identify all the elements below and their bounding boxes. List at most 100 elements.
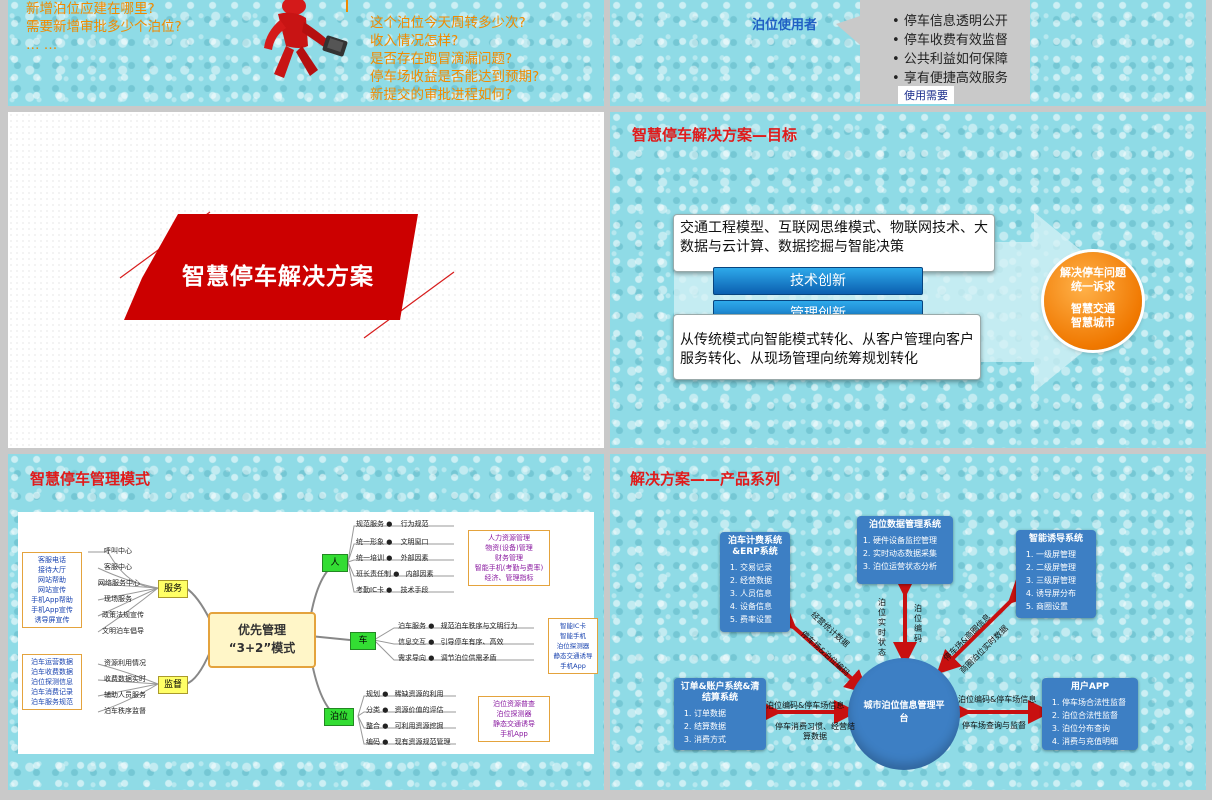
node-title: 智能诱导系统 xyxy=(1028,534,1083,544)
bottom-text-box: 从传统模式向智能模式转化、从客户管理向客户服务转化、从现场管理向统筹规划转化 xyxy=(673,314,981,380)
questions-left: 新增泊位应建在哪里? 需要新增审批多少个泊位? … … xyxy=(26,0,182,54)
service-item: 文明泊车倡导 xyxy=(102,627,144,635)
node-guide-system: 智能诱导系统 一级屏管理二级屏管理三级屏管理诱导屏分布商圈设置 xyxy=(1016,530,1096,618)
slide-management-mode[interactable]: 智慧停车管理模式 优先管理 “3+2”模式 服务 xyxy=(8,454,604,790)
slide-title: 解决方案——产品系列 xyxy=(630,470,781,488)
slide-section-title[interactable]: 智慧停车解决方案 xyxy=(8,112,604,448)
supervise-item: 泊车秩序监督 xyxy=(104,707,146,715)
person-item: 统一培训 ● 外部因素 xyxy=(356,554,429,562)
node-car: 车 xyxy=(350,632,376,650)
service-item: 客服中心 xyxy=(104,563,132,571)
goal-circle: 解决停车问题 统一诉求 智慧交通 智慧城市 xyxy=(1044,252,1142,350)
btn-tech-innovation[interactable]: 技术创新 xyxy=(713,267,923,295)
circle-line-3: 智慧交通 xyxy=(1071,302,1115,315)
service-item: 现场服务 xyxy=(104,595,132,603)
right-box-car: 智能IC卡智能手机泊位探测器静态交通诱导手机App xyxy=(548,618,598,674)
slide-product-series[interactable]: 解决方案——产品系列 城市泊位信息管理平台 泊车计费系统&ERP系统 交易记录经… xyxy=(610,454,1206,790)
node-user-app: 用户APP 停车场合法性监督泊位合法性监督泊位分布查询消费与充值明细 xyxy=(1042,678,1138,750)
needs-list: • 停车信息透明公开 • 停车收费有效监督 • 公共利益如何保障 • 享有便捷高… xyxy=(860,12,1030,88)
question-left-1: 新增泊位应建在哪里? xyxy=(26,1,155,17)
right-box-item: 人力资源管理 xyxy=(488,534,530,542)
node-list: 硬件设备监控管理实时动态数据采集泊位运营状态分析 xyxy=(857,534,953,573)
question-right-1: 这个泊位今天周转多少次? xyxy=(370,15,526,31)
mindmap-center: 优先管理 “3+2”模式 xyxy=(208,612,316,668)
left-box-item: 泊车服务规范 xyxy=(31,698,73,706)
person-item: 班长责任制 ● 内部因素 xyxy=(356,570,434,578)
supervise-item: 辅助人员服务 xyxy=(104,691,146,699)
needs-tag: 使用需要 xyxy=(898,86,954,104)
supervise-item: 资源利用情况 xyxy=(104,659,146,667)
right-box-item: 手机App xyxy=(500,730,528,738)
supervise-item: 收费数据实时 xyxy=(104,675,146,683)
right-box-item: 物资(设备)管理 xyxy=(485,544,533,552)
top-text-box: 交通工程模型、互联网思维模式、物联网技术、大数据与云计算、数据挖掘与智能决策 xyxy=(673,214,995,272)
node-berth: 泊位 xyxy=(324,708,354,726)
arrow-label: 停车消费习惯、经营结算数据 xyxy=(775,722,855,741)
left-box-item: 网站宣传 xyxy=(38,586,66,594)
left-box-item: 手机App帮助 xyxy=(31,596,73,604)
node-data-mgmt-system: 泊位数据管理系统 硬件设备监控管理实时动态数据采集泊位运营状态分析 xyxy=(857,516,953,584)
right-box-item: 泊位资源普查 xyxy=(493,700,535,708)
node-title: 订单&账户系统&清结算系统 xyxy=(680,682,760,703)
berth-item: 分类 ● 资源价值的评估 xyxy=(366,706,444,714)
left-box-item: 手机App宣传 xyxy=(31,606,73,614)
question-right-4: 停车场收益是否能达到预期? xyxy=(370,69,540,85)
slide-title: 智慧停车管理模式 xyxy=(30,470,151,488)
right-box-item: 静态交通诱导 xyxy=(553,652,593,660)
user-label: 泊位使用者 xyxy=(752,18,818,33)
node-person: 人 xyxy=(322,554,348,572)
slide-title: 智慧停车解决方案—目标 xyxy=(632,126,798,144)
left-box-item: 泊车收费数据 xyxy=(31,668,73,676)
berth-item: 规划 ● 稀缺资源的利用 xyxy=(366,690,444,698)
right-box-item: 手机App xyxy=(560,662,586,670)
left-box-item: 泊位探测信息 xyxy=(31,678,73,686)
need-item: • 停车信息透明公开 xyxy=(892,14,1008,29)
left-box-item: 泊车运营数据 xyxy=(31,658,73,666)
question-left-3: … … xyxy=(26,37,58,53)
circle-line-4: 智慧城市 xyxy=(1071,316,1115,329)
divider-line xyxy=(346,0,348,12)
arrow-label: 泊位编码&停车场信息 xyxy=(766,701,845,710)
circle-line-2: 统一诉求 xyxy=(1071,280,1115,293)
left-box-item: 网站帮助 xyxy=(38,576,66,584)
berth-item: 整合 ● 可利用资源挖掘 xyxy=(366,722,444,730)
center-line-1: 优先管理 xyxy=(237,623,286,637)
node-list: 停车场合法性监督泊位合法性监督泊位分布查询消费与充值明细 xyxy=(1042,696,1138,748)
berth-item: 编码 ● 现有资源规范管理 xyxy=(366,738,451,746)
left-box-item: 接待大厅 xyxy=(38,566,66,574)
node-supervise: 监督 xyxy=(158,676,188,694)
car-item: 需求导向 ● 调节泊位供需矛盾 xyxy=(398,654,497,662)
question-right-5: 新提交的审批进程如何? xyxy=(370,87,513,103)
car-item: 信息交互 ● 引导停车有序、高效 xyxy=(398,638,504,646)
question-left-2: 需要新增审批多少个泊位? xyxy=(26,19,182,35)
right-box-item: 泊位探测器 xyxy=(556,642,590,650)
left-box-item: 客服电话 xyxy=(38,556,66,564)
center-line-2: “3+2”模式 xyxy=(228,641,296,655)
node-list: 交易记录经营数据人员信息设备信息费率设置 xyxy=(720,561,790,626)
running-man-figure xyxy=(264,0,348,78)
node-erp-system: 泊车计费系统&ERP系统 交易记录经营数据人员信息设备信息费率设置 xyxy=(720,532,790,632)
node-title: 泊位数据管理系统 xyxy=(868,520,941,530)
right-box-item: 经济、管理指标 xyxy=(484,574,534,582)
right-box-item: 泊位探测器 xyxy=(496,710,532,718)
circle-line-1: 解决停车问题 xyxy=(1060,266,1126,279)
platform-center-label: 城市泊位信息管理平台 xyxy=(863,701,945,724)
service-item: 网络服务中心 xyxy=(98,579,140,587)
right-box-item: 静态交通诱导 xyxy=(493,720,535,728)
right-box-item: 智能手机(考勤与费率) xyxy=(474,564,544,572)
slide-user-needs[interactable]: 泊位使用者 • 停车信息透明公开 • 停车收费有效监督 • 公共利益如何保障 •… xyxy=(610,0,1206,106)
person-item: 统一形象 ● 文明窗口 xyxy=(356,538,429,546)
person-item: 规范服务 ● 行为规范 xyxy=(356,520,429,528)
platform-center-circle: 城市泊位信息管理平台 xyxy=(848,658,960,770)
question-right-2: 收入情况怎样? xyxy=(370,33,459,49)
node-order-system: 订单&账户系统&清结算系统 订单数据结算数据消费方式 xyxy=(674,678,766,750)
slide-problems[interactable]: 新增泊位应建在哪里? 需要新增审批多少个泊位? … … 这个泊位今天周转多少次?… xyxy=(8,0,604,106)
node-service: 服务 xyxy=(158,580,188,598)
right-box-item: 财务管理 xyxy=(495,554,523,562)
slide-goals[interactable]: 智慧停车解决方案—目标 交通工程模型、互联网思维模式、物联网技术、大数据与云计算… xyxy=(610,112,1206,448)
node-title: 用户APP xyxy=(1070,682,1110,692)
callout-arrow xyxy=(836,14,866,50)
node-list: 一级屏管理二级屏管理三级屏管理诱导屏分布商圈设置 xyxy=(1016,548,1096,613)
need-item: • 停车收费有效监督 xyxy=(892,33,1008,48)
needs-panel: • 停车信息透明公开 • 停车收费有效监督 • 公共利益如何保障 • 享有便捷高… xyxy=(860,0,1030,104)
